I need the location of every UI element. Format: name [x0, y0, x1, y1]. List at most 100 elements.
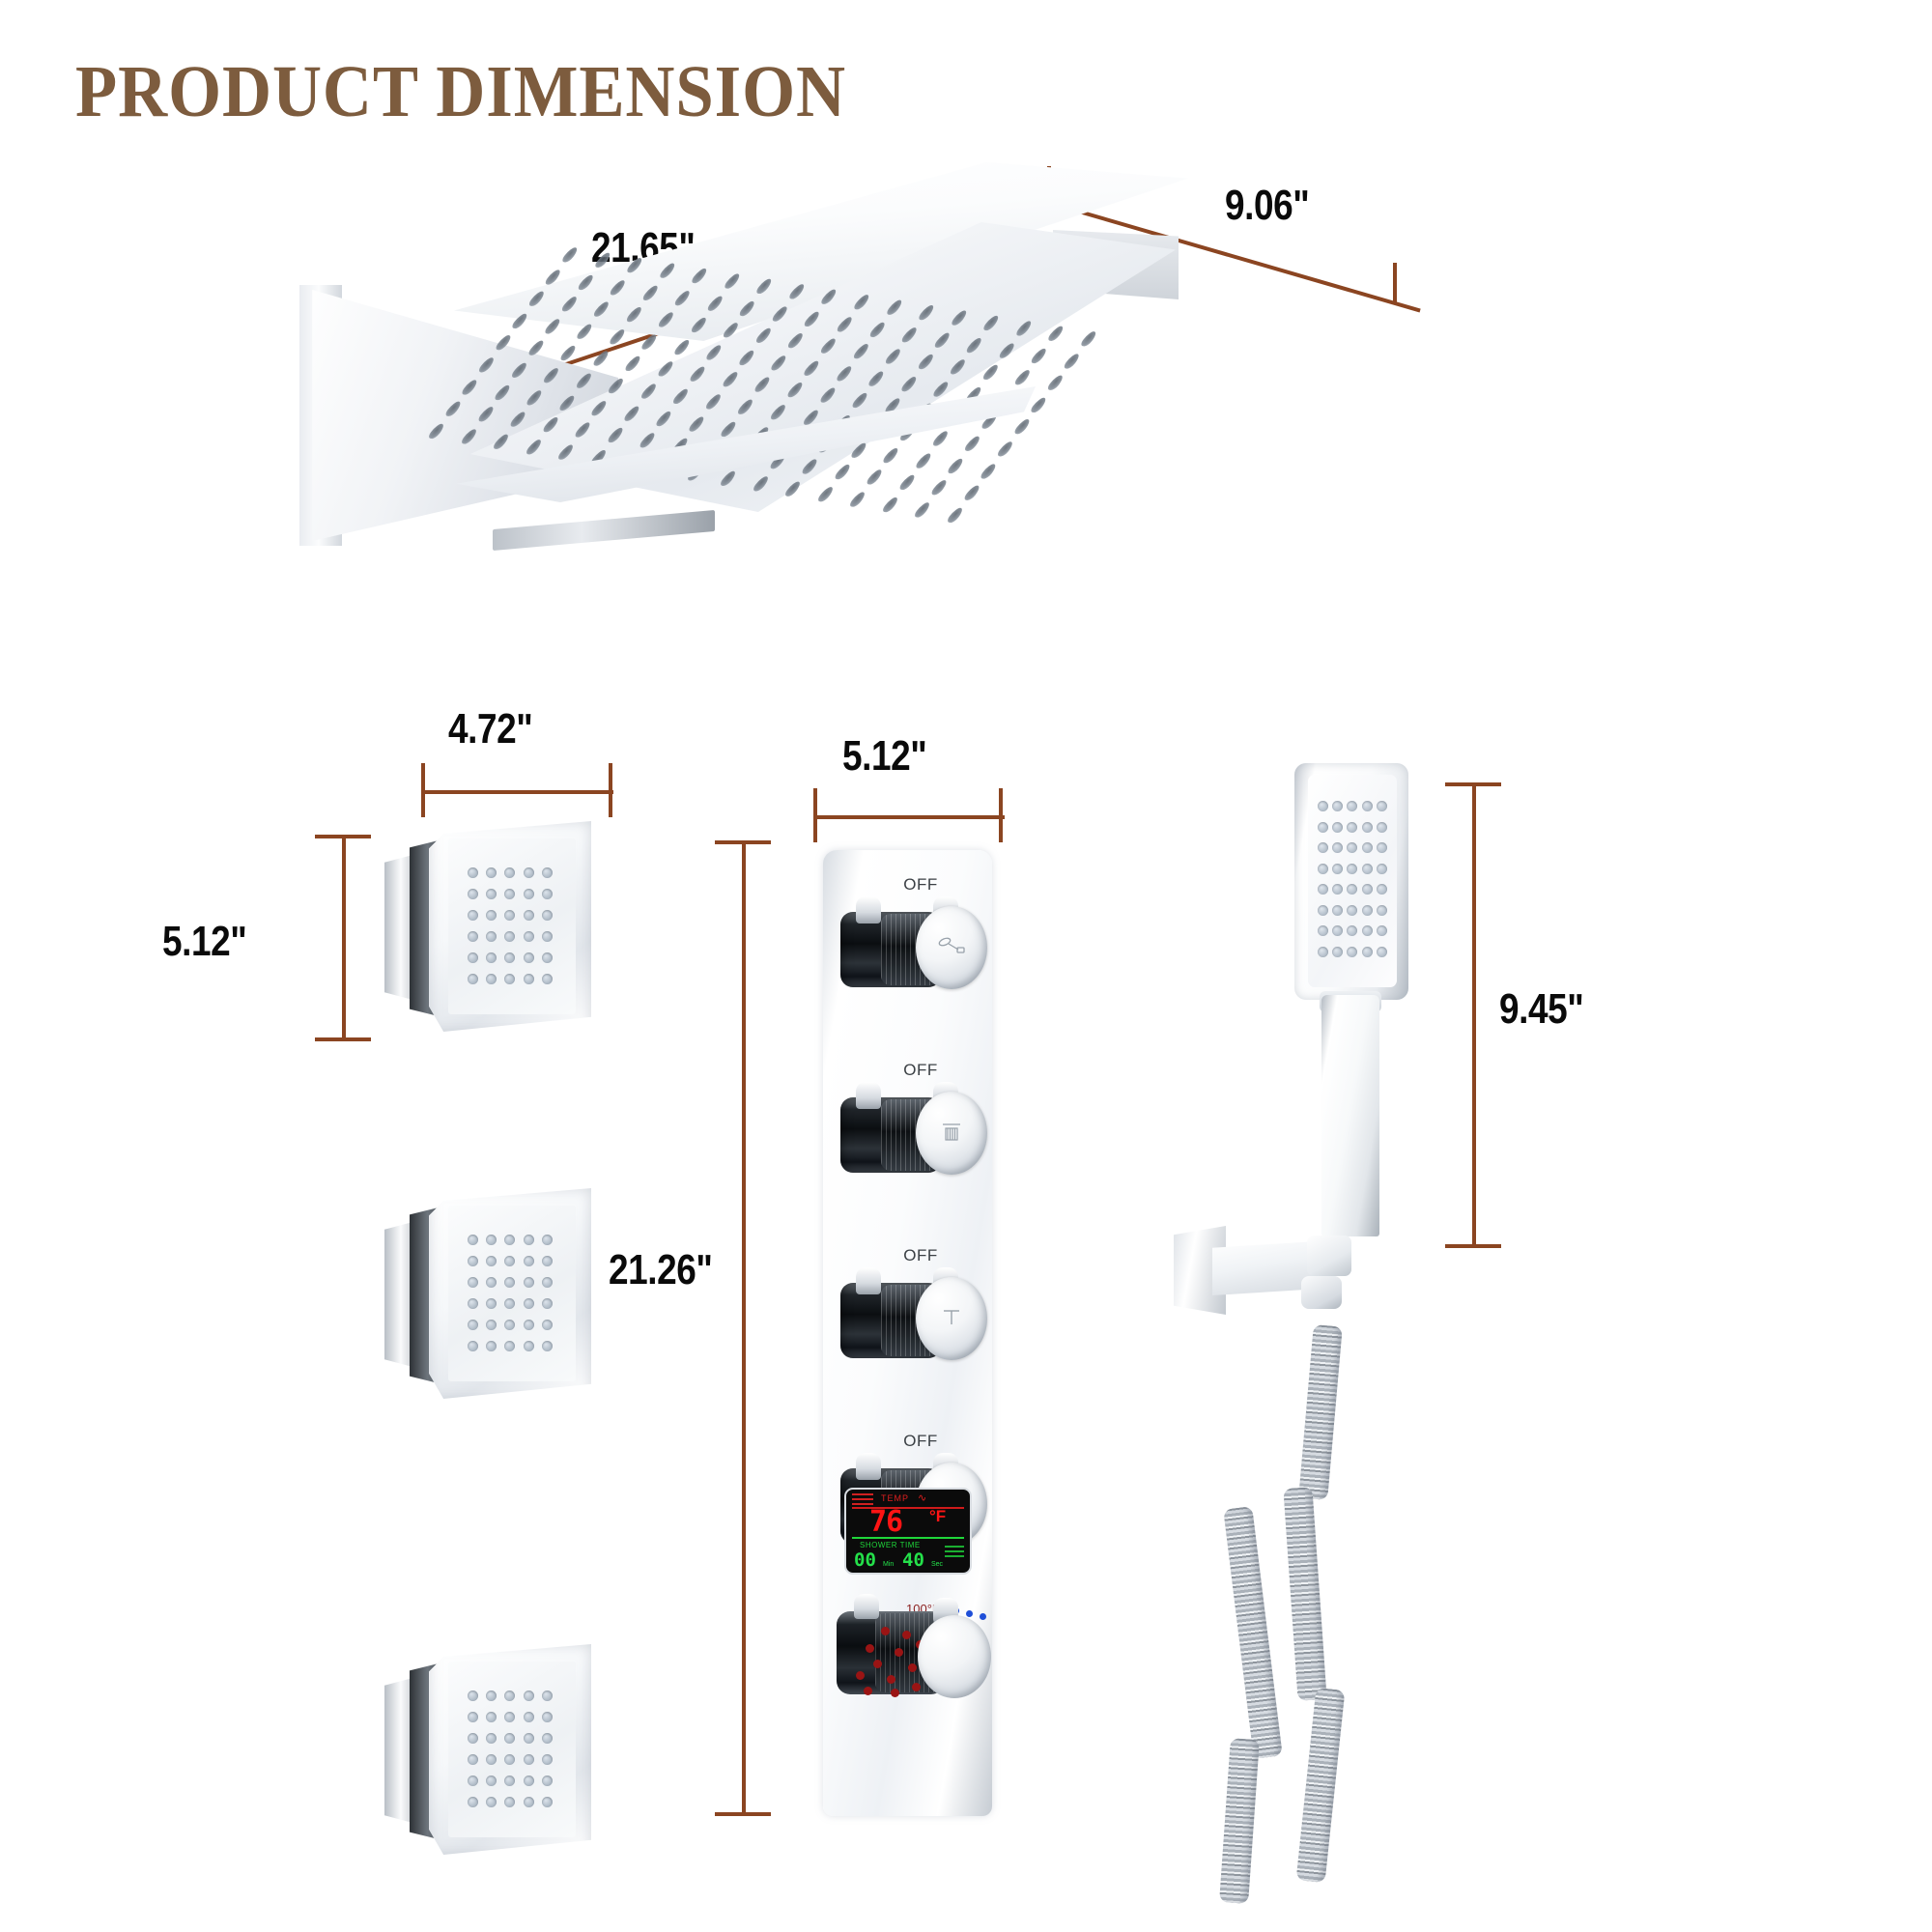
head-nozzle	[915, 354, 936, 371]
head-nozzle	[540, 416, 561, 434]
head-nozzle	[722, 272, 743, 290]
dimension-tick-9-45-top	[1445, 782, 1501, 786]
handheld-nozzle	[1376, 925, 1387, 937]
jet-nozzle	[486, 1796, 497, 1807]
jet-nozzle	[541, 1340, 553, 1351]
handheld-nozzle	[1376, 801, 1387, 812]
thermostatic-hot-dot	[864, 1687, 872, 1695]
head-nozzle	[689, 317, 709, 334]
handheld-nozzle	[1361, 863, 1373, 874]
handheld-nozzle	[1318, 946, 1329, 957]
handheld-nozzle	[1318, 842, 1329, 854]
head-nozzle	[801, 359, 822, 377]
jet-nozzle	[504, 1711, 516, 1722]
handheld-nozzle-array	[1316, 796, 1389, 962]
head-nozzle	[1062, 353, 1082, 370]
head-nozzle	[639, 333, 660, 351]
diverter-knob-1[interactable]: OFF	[840, 875, 987, 989]
jet-nozzle	[523, 1276, 534, 1288]
diverter-knob-2[interactable]: OFF	[840, 1061, 987, 1175]
jet-nozzle	[541, 1319, 553, 1330]
holder-arm	[1212, 1241, 1317, 1295]
diverter-knob-4-lever-left[interactable]	[856, 1453, 881, 1480]
handheld-nozzle	[1347, 821, 1358, 833]
head-nozzle	[768, 404, 788, 421]
jet-nozzle	[504, 1255, 516, 1266]
jet-nozzle	[468, 1319, 479, 1330]
thermostatic-hot-dot	[895, 1648, 903, 1657]
head-nozzle	[786, 283, 808, 300]
jet-nozzle	[523, 1690, 534, 1701]
jet-nozzle	[541, 1690, 553, 1701]
head-nozzle	[962, 436, 983, 452]
head-nozzle	[687, 415, 707, 432]
handheld-nozzle	[1347, 925, 1358, 937]
dimension-label-9-06: 9.06"	[1225, 182, 1310, 229]
head-nozzle	[753, 377, 773, 393]
head-nozzle	[556, 443, 577, 461]
diverter-knob-2-cap[interactable]	[916, 1092, 987, 1175]
head-nozzle	[932, 331, 952, 349]
thermostatic-hot-dot	[887, 1675, 895, 1684]
head-nozzle	[670, 388, 692, 405]
diverter-knob-3-lever-left[interactable]	[856, 1267, 881, 1294]
diverter-knob-1-cap[interactable]	[916, 906, 987, 989]
head-nozzle	[847, 491, 868, 508]
handheld-nozzle	[1347, 863, 1358, 874]
diverter-knob-1-lever-left[interactable]	[856, 896, 881, 923]
head-nozzle	[916, 304, 937, 322]
handheld-nozzle	[1376, 842, 1387, 854]
head-nozzle	[832, 464, 853, 480]
dimension-tick-4-72-left	[421, 763, 425, 817]
head-nozzle	[654, 410, 675, 427]
thermostatic-knob-cap[interactable]	[918, 1615, 991, 1698]
jet-nozzle	[523, 1340, 534, 1351]
jet-nozzle	[504, 1276, 516, 1288]
jet-nozzle	[541, 867, 553, 878]
jet-nozzle	[468, 973, 479, 984]
diverter-knob-3[interactable]: OFF	[840, 1246, 987, 1360]
jet-nozzle	[468, 888, 479, 899]
jet-nozzle	[541, 1276, 553, 1288]
thermostatic-hot-dot	[873, 1660, 882, 1668]
head-nozzle	[575, 323, 595, 340]
head-nozzle	[834, 365, 854, 382]
jet-nozzle	[468, 1690, 479, 1701]
handheld-nozzle	[1332, 904, 1344, 916]
thermostatic-knob[interactable]: 100°F	[837, 1594, 991, 1698]
jet-nozzle	[468, 909, 479, 921]
led-green-divider	[852, 1537, 964, 1539]
jet-nozzle	[504, 1796, 516, 1807]
dimension-line-9-45	[1472, 784, 1476, 1248]
thermostatic-hot-dot	[866, 1644, 874, 1653]
head-nozzle	[606, 378, 627, 394]
head-nozzle	[785, 332, 807, 350]
jet-nozzle	[468, 930, 479, 942]
jet-nozzle	[523, 1775, 534, 1786]
jet-nozzle	[541, 1297, 553, 1309]
jet-nozzle	[523, 1711, 534, 1722]
head-nozzle	[980, 315, 1002, 331]
head-nozzle	[704, 344, 724, 361]
jet-nozzle	[468, 1796, 479, 1807]
handheld-nozzle	[1376, 904, 1387, 916]
head-nozzle	[509, 362, 529, 379]
head-nozzle	[881, 446, 901, 464]
diverter-knob-2-lever-left[interactable]	[856, 1082, 881, 1109]
jet-nozzle	[523, 1234, 534, 1245]
head-nozzle	[543, 269, 564, 286]
thermostatic-hot-dot	[908, 1663, 917, 1672]
head-nozzle	[980, 364, 1001, 381]
jet-nozzle-array	[464, 1685, 556, 1812]
dimension-label-9-45: 9.45"	[1499, 985, 1584, 1033]
jet-nozzle	[486, 888, 497, 899]
head-nozzle	[493, 384, 513, 401]
jet-nozzle	[486, 1711, 497, 1722]
thermostatic-knob-lever-left[interactable]	[854, 1594, 879, 1619]
head-nozzle	[542, 318, 563, 335]
head-nozzle	[1029, 348, 1050, 364]
head-nozzle	[688, 366, 708, 384]
head-nozzle	[817, 387, 838, 404]
head-nozzle	[558, 345, 579, 362]
